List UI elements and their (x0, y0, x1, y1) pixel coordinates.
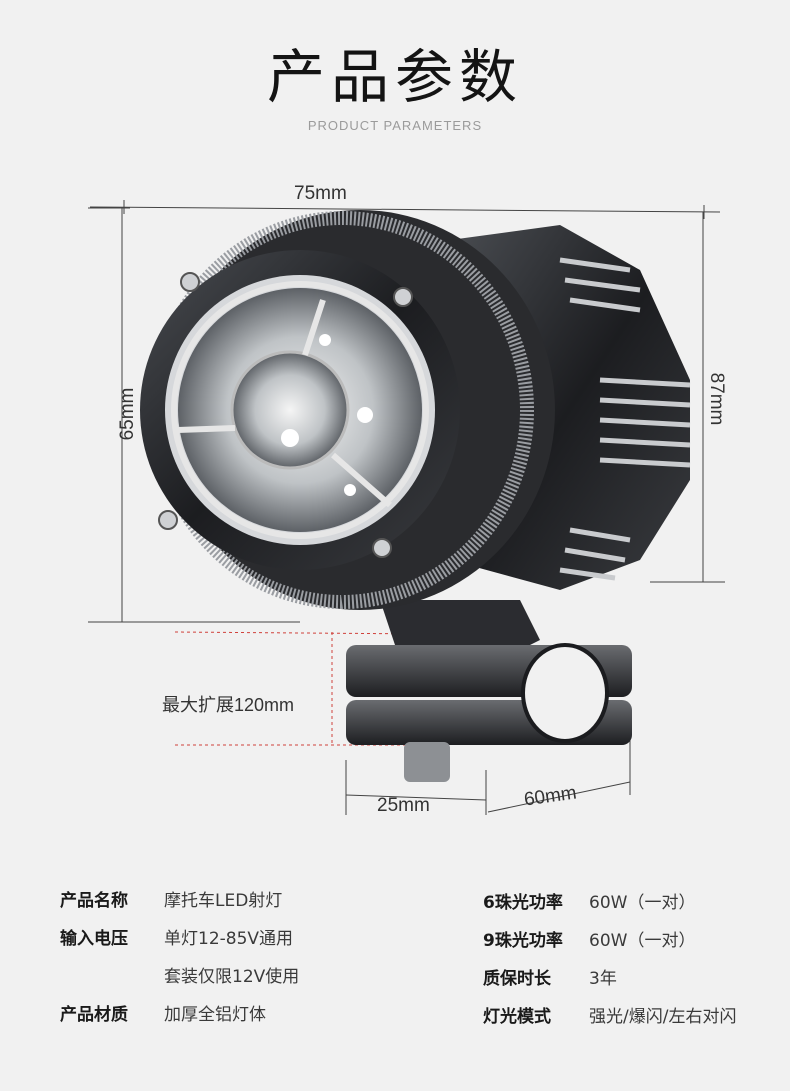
clamp-width-label: 25mm (377, 795, 430, 816)
spec-key: 9珠光功率 (483, 931, 563, 951)
spec-key: 灯光模式 (483, 1007, 551, 1027)
spec-value: 60W（一对） (589, 893, 696, 913)
product-illustration (88, 200, 725, 815)
dimension-lines (88, 200, 725, 815)
spec-value: 摩托车LED射灯 (164, 891, 283, 911)
spec-value: 加厚全铝灯体 (164, 1005, 266, 1025)
lamp-front (140, 210, 555, 610)
page-title: 产品参数 (266, 43, 523, 111)
spec-value: 3年 (589, 969, 617, 989)
height-dimension-label-right: 87mm (706, 372, 727, 426)
spec-key: 质保时长 (483, 969, 551, 989)
mount-clamp (346, 600, 632, 782)
height-dimension-label-left: 65mm (117, 387, 138, 441)
spec-value: 强光/爆闪/左右对闪 (589, 1007, 737, 1027)
spec-key: 输入电压 (60, 929, 128, 949)
spec-key: 产品材质 (60, 1005, 128, 1025)
spec-key: 6珠光功率 (483, 893, 563, 913)
width-dimension-label: 75mm (294, 183, 347, 204)
spec-value: 单灯12-85V通用 (164, 929, 294, 949)
spec-value: 60W（一对） (589, 931, 696, 951)
spec-value: 套装仅限12V使用 (164, 967, 300, 987)
page-subtitle: PRODUCT PARAMETERS (307, 118, 483, 133)
max-extension-label: 最大扩展120mm (162, 695, 295, 715)
spec-key: 产品名称 (60, 891, 128, 911)
